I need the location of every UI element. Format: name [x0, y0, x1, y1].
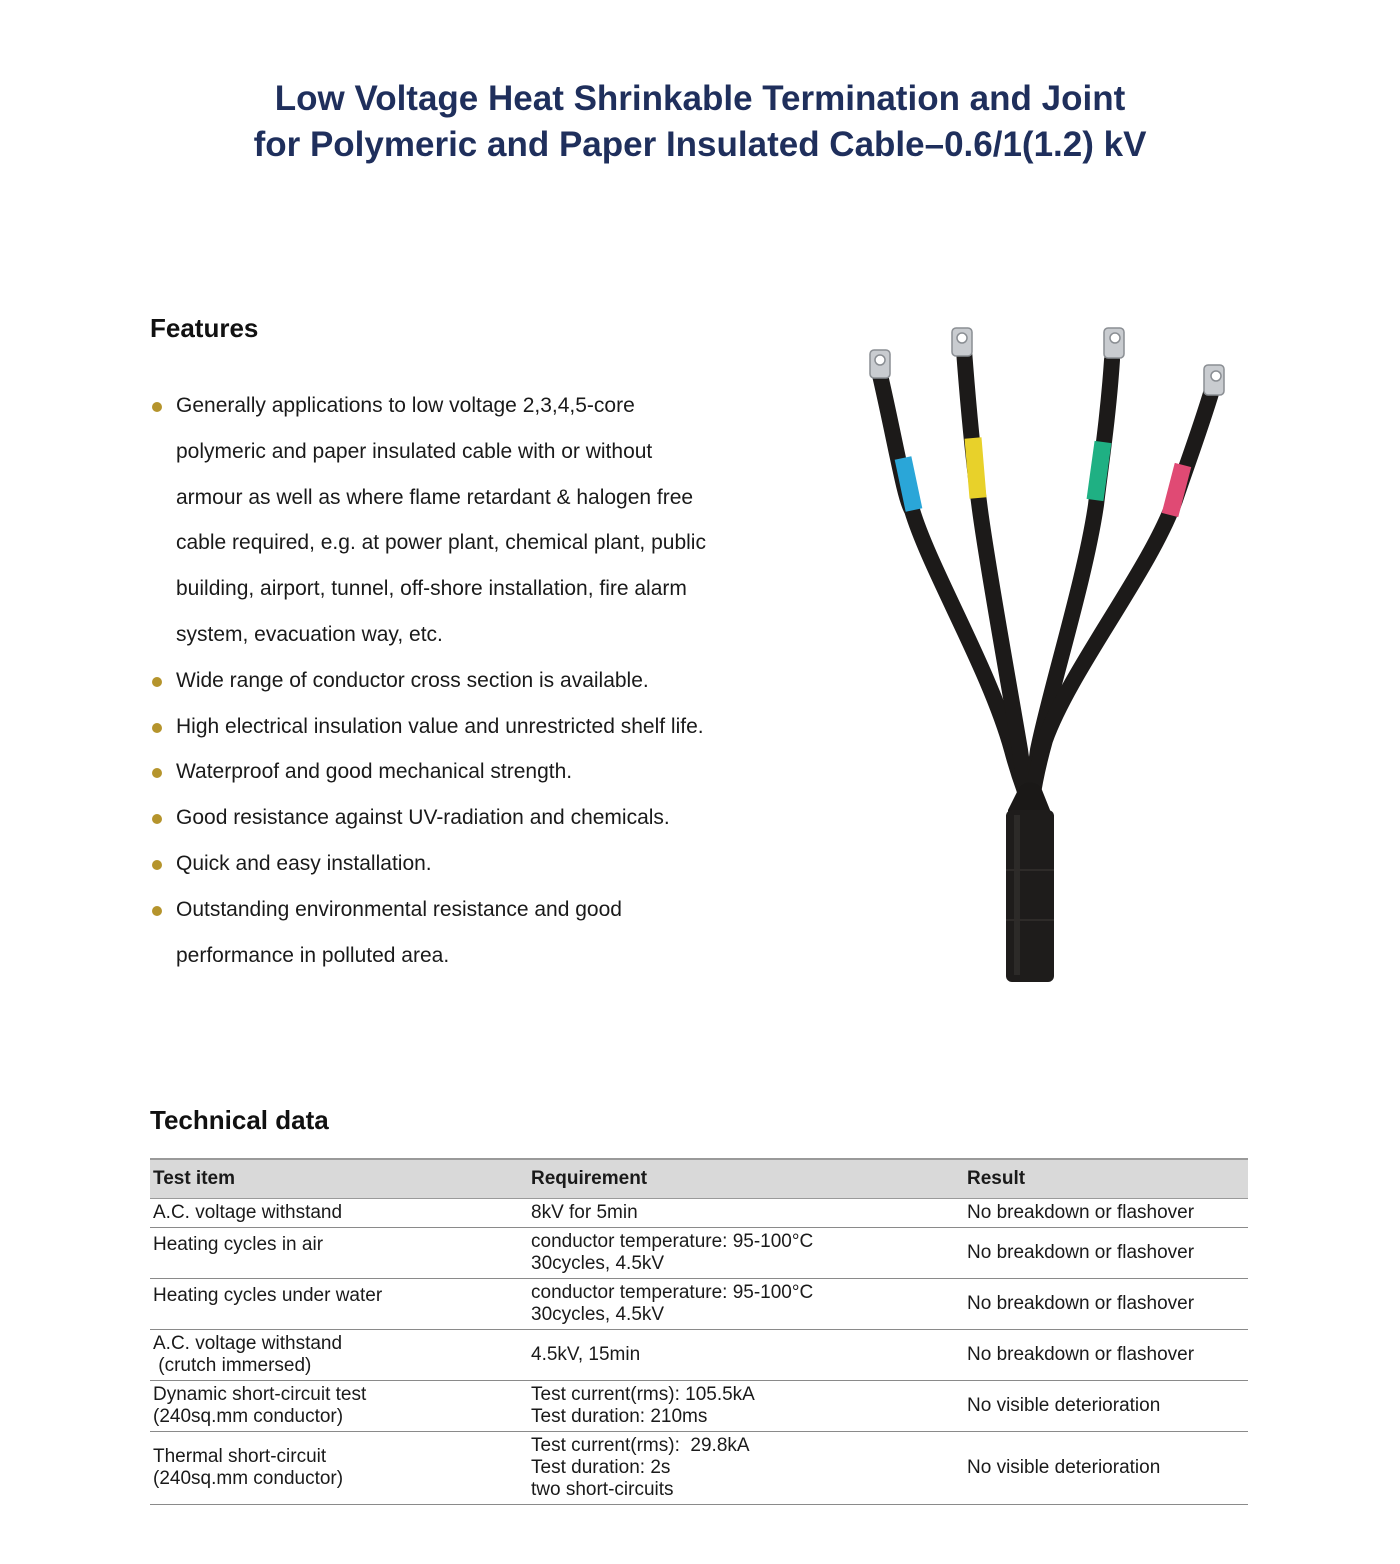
feature-item: Good resistance against UV-radiation and… [150, 795, 790, 841]
features-heading: Features [150, 313, 259, 343]
feature-item: Generally applications to low voltage 2,… [150, 383, 790, 658]
feature-text-line: performance in polluted area. [176, 943, 450, 967]
technical-data-heading: Technical data [150, 1105, 329, 1135]
feature-text-line: building, airport, tunnel, off-shore ins… [176, 577, 687, 601]
cell-requirement-line: 4.5kV, 15min [531, 1344, 641, 1365]
cell-requirement-line: Test current(rms): 105.5kA [531, 1384, 755, 1405]
feature-text-line: Wide range of conductor cross section is… [176, 668, 649, 692]
feature-text-line: Outstanding environmental resistance and… [176, 897, 622, 921]
feature-text-line: polymeric and paper insulated cable with… [176, 439, 653, 463]
feature-text-line: Quick and easy installation. [176, 851, 432, 875]
bullet-icon [152, 676, 162, 687]
table-row: A.C. voltage withstand 8kV for 5min No bre… [150, 1198, 1248, 1228]
bullet-icon [152, 859, 162, 870]
cell-requirement-line: Test duration: 210ms [531, 1406, 708, 1427]
cell-requirement-line: 30cycles, 4.5kV [531, 1304, 665, 1325]
cell-test-item-line: (crutch immersed) [153, 1355, 312, 1376]
cell-test-item-line: A.C. voltage withstand [153, 1333, 343, 1354]
cell-result: No breakdown or flashover [964, 1329, 1248, 1381]
cell-test-item: Heating cycles under water [150, 1278, 528, 1330]
feature-item: Waterproof and good mechanical strength. [150, 749, 790, 795]
feature-item: Quick and easy installation. [150, 841, 790, 887]
column-header-test-item: Test item [150, 1158, 528, 1199]
cable-core-blue [869, 349, 1036, 808]
feature-text-line: cable required, e.g. at power plant, che… [176, 531, 706, 555]
table-header-row: Test item Requirement Result [150, 1158, 1248, 1199]
cell-test-item-line: Thermal short-circuit [153, 1446, 327, 1467]
cell-test-item: Dynamic short-circuit test(240sq.mm cond… [150, 1380, 528, 1432]
column-header-requirement: Requirement [528, 1158, 964, 1199]
cell-test-item-line: Heating cycles in air [153, 1234, 324, 1255]
bullet-icon [152, 722, 162, 733]
cell-test-item-line: (240sq.mm conductor) [153, 1406, 344, 1427]
cell-test-item: Heating cycles in air [150, 1227, 528, 1279]
technical-data-table: Test item Requirement Result A.C. voltag… [150, 1158, 1248, 1505]
cable-termination-image [869, 327, 1225, 982]
bullet-icon [152, 905, 162, 916]
cell-requirement-line: 8kV for 5min [531, 1202, 638, 1223]
bullet-icon [152, 402, 162, 412]
table-row: Thermal short-circuit(240sq.mm conductor… [150, 1431, 1248, 1505]
table-row: Heating cycles under water conductor temp… [150, 1278, 1248, 1330]
cell-requirement-line: Test duration: 2s [531, 1457, 671, 1478]
page-title: Low Voltage Heat Shrinkable Termination … [0, 76, 1400, 168]
page-title-line-1: Low Voltage Heat Shrinkable Termination … [274, 79, 1126, 118]
feature-item: Wide range of conductor cross section is… [150, 658, 790, 704]
cell-test-item: A.C. voltage withstand [150, 1198, 528, 1228]
feature-text-line: Generally applications to low voltage 2,… [176, 394, 635, 417]
page-title-line-2: for Polymeric and Paper Insulated Cable–… [253, 125, 1147, 164]
cell-test-item: Thermal short-circuit(240sq.mm conductor… [150, 1431, 528, 1505]
feature-text-line: Good resistance against UV-radiation and… [176, 806, 670, 830]
table-row: Heating cycles in air conductor temperatu… [150, 1227, 1248, 1279]
cell-test-item-line: A.C. voltage withstand [153, 1202, 343, 1223]
cell-test-item-line: Heating cycles under water [153, 1285, 383, 1306]
feature-text-line: system, evacuation way, etc. [176, 622, 443, 646]
cable-core-red [1024, 364, 1225, 808]
feature-text-line: Waterproof and good mechanical strength. [176, 760, 573, 784]
cell-test-item: A.C. voltage withstand (crutch immersed) [150, 1329, 528, 1381]
cell-result: No visible deterioration [964, 1380, 1248, 1432]
cell-result: No visible deterioration [964, 1431, 1248, 1505]
cell-requirement-line: conductor temperature: 95-100°C [531, 1231, 814, 1252]
cell-result: No breakdown or flashover [964, 1198, 1248, 1228]
cell-requirement: 8kV for 5min [528, 1198, 964, 1228]
features-list: Generally applications to low voltage 2,… [150, 383, 790, 978]
table-row: A.C. voltage withstand (crutch immersed)… [150, 1329, 1248, 1381]
feature-item: Outstanding environmental resistance and… [150, 887, 790, 979]
cell-requirement-line: Test current(rms): 29.8kA [531, 1435, 750, 1456]
cell-requirement-line: two short-circuits [531, 1479, 674, 1500]
cell-result: No breakdown or flashover [964, 1278, 1248, 1330]
cell-test-item-line: Dynamic short-circuit test [153, 1384, 367, 1405]
bullet-icon [152, 814, 162, 825]
technical-data-body: A.C. voltage withstand 8kV for 5min No bre… [150, 1198, 1248, 1505]
cable-core-yellow [951, 327, 1036, 808]
table-row: Dynamic short-circuit test(240sq.mm cond… [150, 1380, 1248, 1432]
bullet-icon [152, 768, 162, 779]
feature-text-line: High electrical insulation value and unr… [176, 714, 704, 738]
cell-requirement-line: 30cycles, 4.5kV [531, 1253, 665, 1274]
column-header-result: Result [964, 1158, 1248, 1199]
cable-breakout-sleeve [1006, 782, 1054, 982]
feature-item: High electrical insulation value and unr… [150, 704, 790, 750]
cell-requirement: 4.5kV, 15min [528, 1329, 964, 1381]
feature-text-line: armour as well as where flame retardant … [176, 485, 694, 509]
cell-requirement-line: conductor temperature: 95-100°C [531, 1282, 814, 1303]
cell-result: No breakdown or flashover [964, 1227, 1248, 1279]
cell-test-item-line: (240sq.mm conductor) [153, 1468, 344, 1489]
